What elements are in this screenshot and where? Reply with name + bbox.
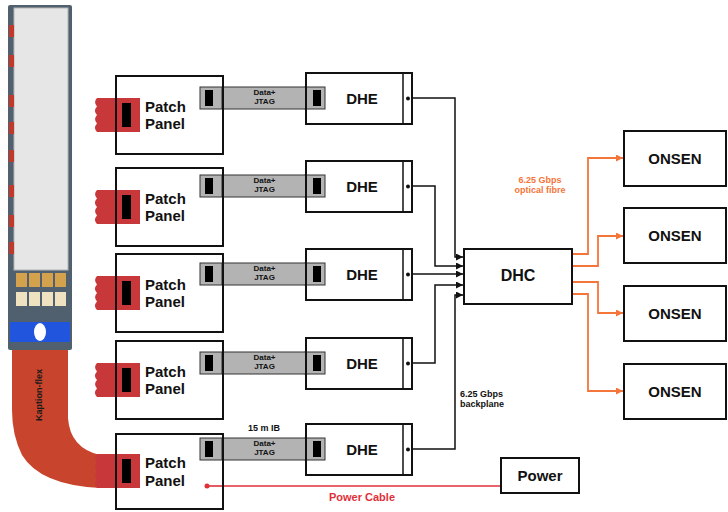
link-line — [413, 274, 463, 275]
asic-chips — [16, 273, 66, 306]
box-label: Power — [517, 467, 562, 484]
box-label: ONSEN — [648, 150, 701, 167]
box-label: Patch Panel — [145, 190, 216, 225]
box-label: Patch Panel — [145, 98, 216, 133]
onsen-box: ONSEN — [623, 130, 727, 187]
box-label: DHE — [346, 355, 378, 372]
cable-label: Data+ JTAG — [247, 89, 283, 107]
link-note: 6.25 Gbps optical fibre — [509, 176, 571, 196]
patch-panel-box: Patch Panel — [115, 75, 224, 155]
sensor-area — [14, 8, 68, 270]
cable-label: Data+ JTAG — [247, 440, 283, 458]
dhe-box: DHE — [305, 72, 413, 125]
patch-panel-box: Patch Panel — [115, 253, 224, 333]
patch-panel-box: Patch Panel — [115, 167, 224, 247]
connector-path — [413, 295, 463, 449]
cable-outline — [224, 352, 305, 375]
cable-body — [224, 88, 305, 109]
dhe-box: DHE — [305, 423, 413, 476]
connector-path — [224, 485, 500, 487]
patch-panel-box: Patch Panel — [115, 340, 224, 420]
link-line — [413, 186, 463, 266]
link-note: 6.25 Gbps backplane — [460, 390, 514, 410]
dhe-strips — [403, 72, 410, 476]
cable-body — [224, 439, 305, 460]
box-label: Patch Panel — [145, 363, 216, 398]
box-label: ONSEN — [648, 305, 701, 322]
cable-name: Power Cable — [327, 491, 397, 503]
link-line — [413, 295, 463, 449]
dhc-box: DHC — [463, 248, 573, 305]
box-label: ONSEN — [648, 383, 701, 400]
cable-outline — [224, 263, 305, 286]
connector-path — [573, 282, 623, 313]
cable-outline — [224, 438, 305, 461]
link-line — [413, 98, 463, 257]
kapton-flex — [12, 345, 100, 488]
smd-components — [9, 25, 14, 254]
box-label: Patch Panel — [145, 454, 216, 489]
part-name: Kaption-flex — [35, 369, 45, 421]
connector-path — [413, 186, 463, 266]
ladder-body — [8, 5, 72, 350]
connector-path — [413, 98, 463, 257]
cable-length: 15 m IB — [248, 424, 280, 434]
cable-label: Data+ JTAG — [247, 354, 283, 372]
mount-hole — [34, 323, 46, 341]
connector-path — [413, 273, 463, 275]
dhe-box: DHE — [305, 248, 413, 301]
cable-body — [224, 353, 305, 374]
cable-body — [224, 264, 305, 285]
cable-outline — [224, 87, 305, 110]
connector-path — [573, 294, 623, 391]
patch-panel-box: Patch Panel — [115, 433, 224, 510]
panel-connectors — [95, 98, 140, 488]
dhe-box: DHE — [305, 337, 413, 390]
link-line — [573, 294, 623, 391]
cable-outline — [224, 175, 305, 198]
power-box: Power — [500, 457, 580, 494]
power-cable — [224, 486, 500, 487]
cable-body — [224, 176, 305, 197]
onsen-box: ONSEN — [623, 285, 727, 342]
onsen-box: ONSEN — [623, 363, 727, 420]
box-label: Patch Panel — [145, 276, 216, 311]
blue-band — [10, 322, 70, 342]
power-plug — [205, 484, 223, 489]
cable-label: Data+ JTAG — [247, 265, 283, 283]
box-label: ONSEN — [648, 227, 701, 244]
connector-path — [573, 236, 623, 266]
cable-label: Data+ JTAG — [247, 177, 283, 195]
box-label: DHE — [346, 441, 378, 458]
box-label: DHE — [346, 266, 378, 283]
link-line — [573, 282, 623, 313]
box-label: DHE — [346, 178, 378, 195]
ladder-module — [8, 5, 100, 488]
link-line — [573, 236, 623, 266]
box-label: DHE — [346, 90, 378, 107]
dhe-box: DHE — [305, 160, 413, 213]
box-label: DHC — [501, 267, 536, 285]
onsen-box: ONSEN — [623, 207, 727, 264]
